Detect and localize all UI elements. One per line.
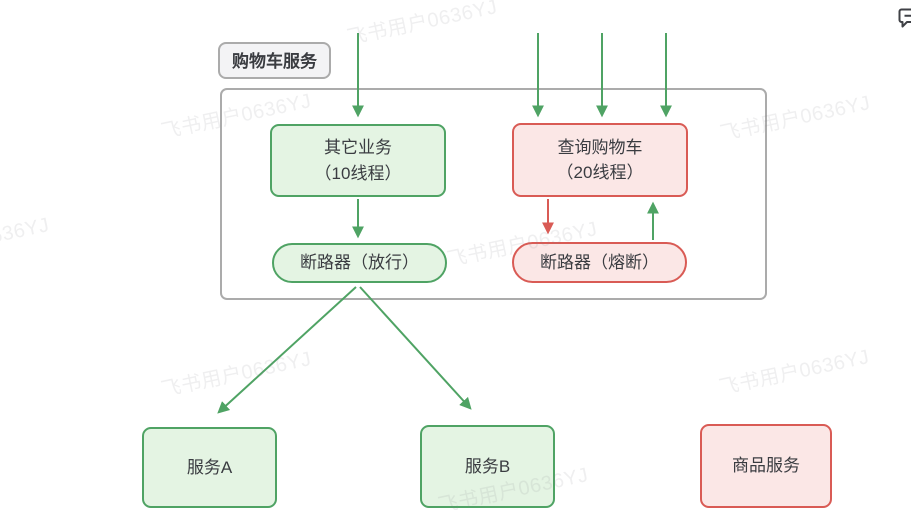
watermark: 飞书用户0636YJ — [0, 214, 52, 268]
node-service-a-label: 服务A — [186, 457, 233, 477]
watermark: 飞书用户0636YJ — [159, 348, 314, 402]
arrow-breaker-pass-to-service-b — [359, 286, 472, 410]
node-product-service-label: 商品服务 — [732, 456, 800, 476]
node-other-business-title: 其它业务 — [324, 138, 392, 157]
node-breaker-tripped: 断路器（熔断） — [512, 242, 687, 283]
node-breaker-pass-label: 断路器（放行） — [300, 253, 419, 273]
node-service-b-label: 服务B — [464, 456, 511, 476]
node-query-cart-title: 查询购物车 — [557, 137, 643, 157]
comment-icon[interactable] — [895, 6, 911, 32]
node-query-cart: 查询购物车 （20线程） — [512, 123, 688, 197]
node-service-a: 服务A — [142, 427, 277, 508]
node-breaker-pass: 断路器（放行） — [272, 243, 447, 283]
arrow-breaker-pass-to-service-a — [217, 286, 357, 414]
node-service-b: 服务B — [420, 425, 555, 508]
watermark: 飞书用户0636YJ — [717, 346, 872, 400]
cart-service-group-label: 购物车服务 — [218, 42, 331, 79]
node-breaker-tripped-label: 断路器（熔断） — [540, 252, 659, 272]
node-query-cart-subtitle: （20线程） — [556, 163, 644, 182]
node-other-business: 其它业务 （10线程） — [270, 124, 446, 197]
watermark: 飞书用户0636YJ — [345, 0, 500, 50]
node-product-service: 商品服务 — [700, 424, 832, 508]
node-other-business-subtitle: （10线程） — [314, 163, 402, 183]
